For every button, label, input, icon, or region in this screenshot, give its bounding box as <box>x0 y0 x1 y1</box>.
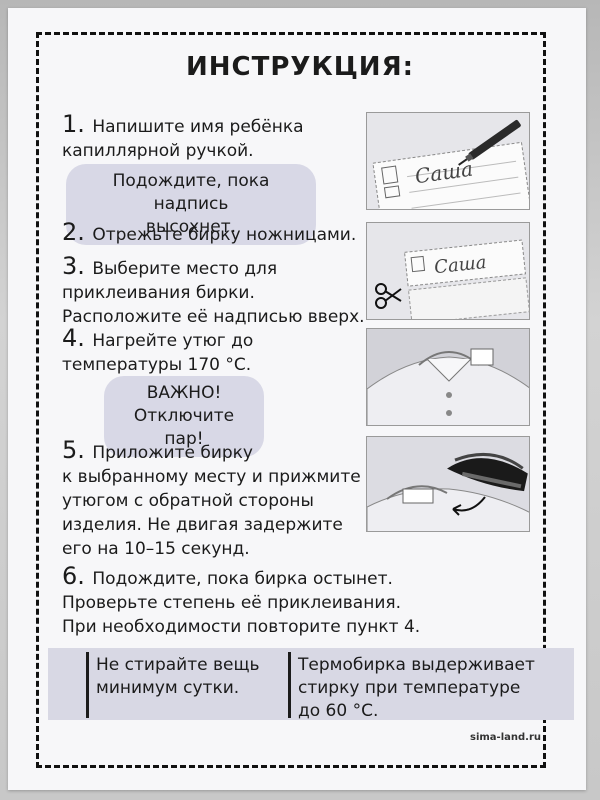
step-text-line: Выберите место для <box>92 259 278 279</box>
step-text-line: Проверьте степень её приклеивания. <box>62 593 401 613</box>
illustration-write-name: Саша <box>366 112 530 210</box>
step-number: 1. <box>62 110 85 138</box>
note-line: минимум сутки. <box>96 678 240 698</box>
note-line: до 60 °C. <box>298 701 379 721</box>
divider-bar <box>86 652 89 718</box>
illustration-cut-tag: Саша <box>366 222 530 320</box>
step-2: 2. Отрежьте бирку ножницами. <box>62 220 356 247</box>
step-number: 2. <box>62 218 85 246</box>
step-text-line: температуры 170 °C. <box>62 355 252 375</box>
important-callout: ВАЖНО! Отключите пар! <box>104 376 264 457</box>
footer-site: sima-land.ru <box>470 732 542 743</box>
step-number: 6. <box>62 562 85 590</box>
note-right: Термобирка выдерживает стирку при темпер… <box>298 654 535 723</box>
dashed-frame <box>36 32 546 768</box>
note-left: Не стирайте вещь минимум сутки. <box>96 654 259 700</box>
step-5: 5. Приложите бирку к выбранному месту и … <box>62 438 361 561</box>
step-text-line: к выбранному месту и прижмите <box>62 467 361 487</box>
note-line: Термобирка выдерживает <box>298 655 535 675</box>
callout-line: высохнет. <box>145 217 237 237</box>
step-text-line: Отрежьте бирку ножницами. <box>92 225 357 245</box>
step-text-line: приклеивания бирки. <box>62 283 255 303</box>
step-text-line: его на 10–15 секунд. <box>62 539 250 559</box>
step-text-line: При необходимости повторите пункт 4. <box>62 617 421 637</box>
step-text-line: утюгом с обратной стороны <box>62 491 314 511</box>
step-6: 6. Подождите, пока бирка остынет. Провер… <box>62 564 420 639</box>
step-number: 3. <box>62 252 85 280</box>
illustration-iron-tag <box>366 436 530 532</box>
step-1: 1. Напишите имя ребёнка капиллярной ручк… <box>62 112 304 163</box>
step-text-line: Подождите, пока бирка остынет. <box>92 569 393 589</box>
step-3: 3. Выберите место для приклеивания бирки… <box>62 254 365 329</box>
step-text-line: капиллярной ручкой. <box>62 141 254 161</box>
note-line: стирку при температуре <box>298 678 521 698</box>
step-number: 4. <box>62 324 85 352</box>
step-text-line: Напишите имя ребёнка <box>92 117 304 137</box>
scissors-icon <box>375 283 402 309</box>
wait-callout: Подождите, пока надпись высохнет. <box>66 164 316 245</box>
note-line: Не стирайте вещь <box>96 655 260 675</box>
step-4: 4. Нагрейте утюг до температуры 170 °C. <box>62 326 253 377</box>
divider-bar <box>288 652 291 718</box>
callout-line: Подождите, пока надпись <box>112 171 270 214</box>
callout-line: Отключите пар! <box>133 406 235 449</box>
step-text-line: Нагрейте утюг до <box>92 331 254 351</box>
page-title: ИНСТРУКЦИЯ: <box>186 52 414 82</box>
notes-band <box>48 648 574 720</box>
step-text-line: Расположите её надписью вверх. <box>62 307 365 327</box>
step-text-line: Приложите бирку <box>92 443 253 463</box>
callout-line: ВАЖНО! <box>146 383 222 403</box>
illustration-shirt-collar <box>366 328 530 426</box>
step-text-line: изделия. Не двигая задержите <box>62 515 343 535</box>
step-number: 5. <box>62 436 85 464</box>
